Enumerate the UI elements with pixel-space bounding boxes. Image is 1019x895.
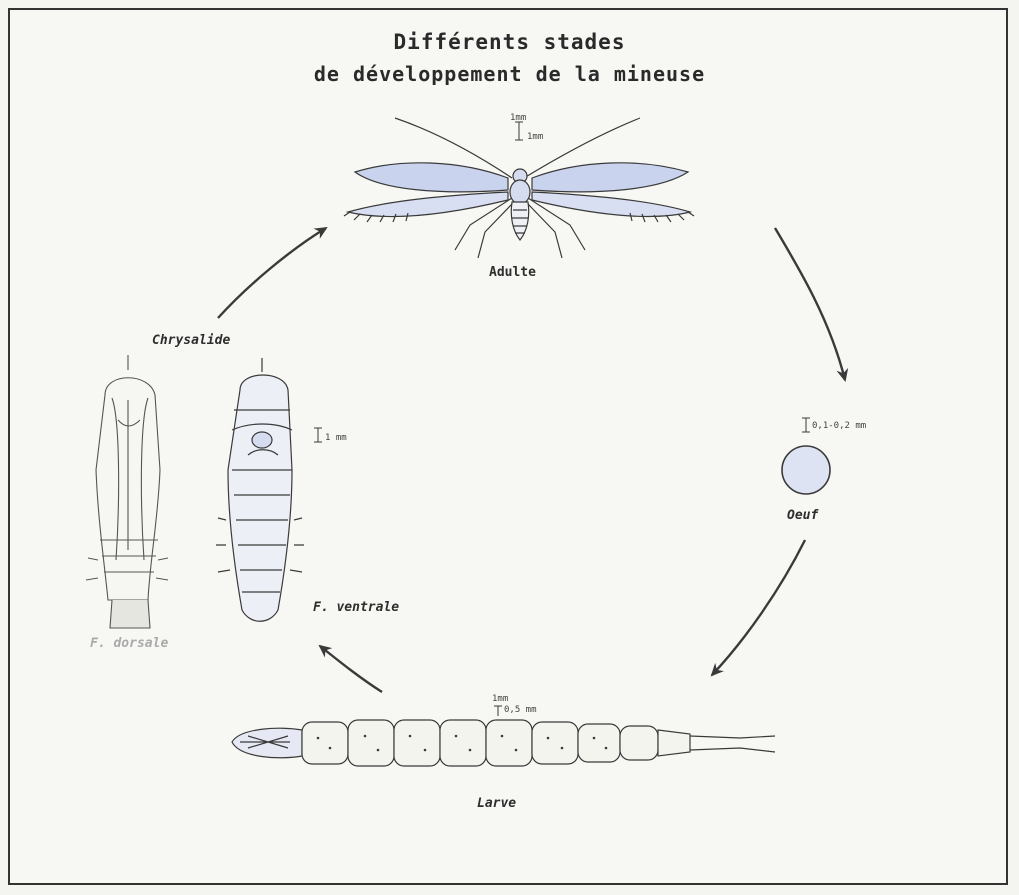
pupa-ventral-illustration bbox=[216, 358, 322, 621]
pupa-dorsal-illustration bbox=[86, 355, 168, 628]
label-pupa-ventral: F. ventrale bbox=[313, 600, 399, 615]
scale-larva-top: 1mm bbox=[492, 694, 508, 704]
cycle-arrows bbox=[218, 228, 845, 692]
scale-adult-antenna: 1mm bbox=[510, 113, 526, 123]
arrow-pupa-to-adult bbox=[218, 228, 326, 318]
scale-egg: 0,1-0,2 mm bbox=[812, 421, 866, 431]
larva-illustration bbox=[232, 706, 775, 766]
label-adult: Adulte bbox=[489, 265, 536, 280]
scale-adult-body: 1mm bbox=[527, 132, 543, 142]
arrow-larva-to-pupa bbox=[320, 646, 382, 692]
scale-pupa: 1 mm bbox=[325, 433, 347, 443]
arrow-egg-to-larva bbox=[712, 540, 805, 675]
scale-larva: 0,5 mm bbox=[504, 705, 537, 715]
label-egg: Oeuf bbox=[787, 508, 818, 523]
adult-moth-illustration bbox=[344, 118, 694, 258]
label-pupa: Chrysalide bbox=[152, 333, 230, 348]
label-pupa-dorsal: F. dorsale bbox=[90, 636, 168, 651]
label-larva: Larve bbox=[477, 796, 516, 811]
arrow-adult-to-egg bbox=[775, 228, 845, 380]
